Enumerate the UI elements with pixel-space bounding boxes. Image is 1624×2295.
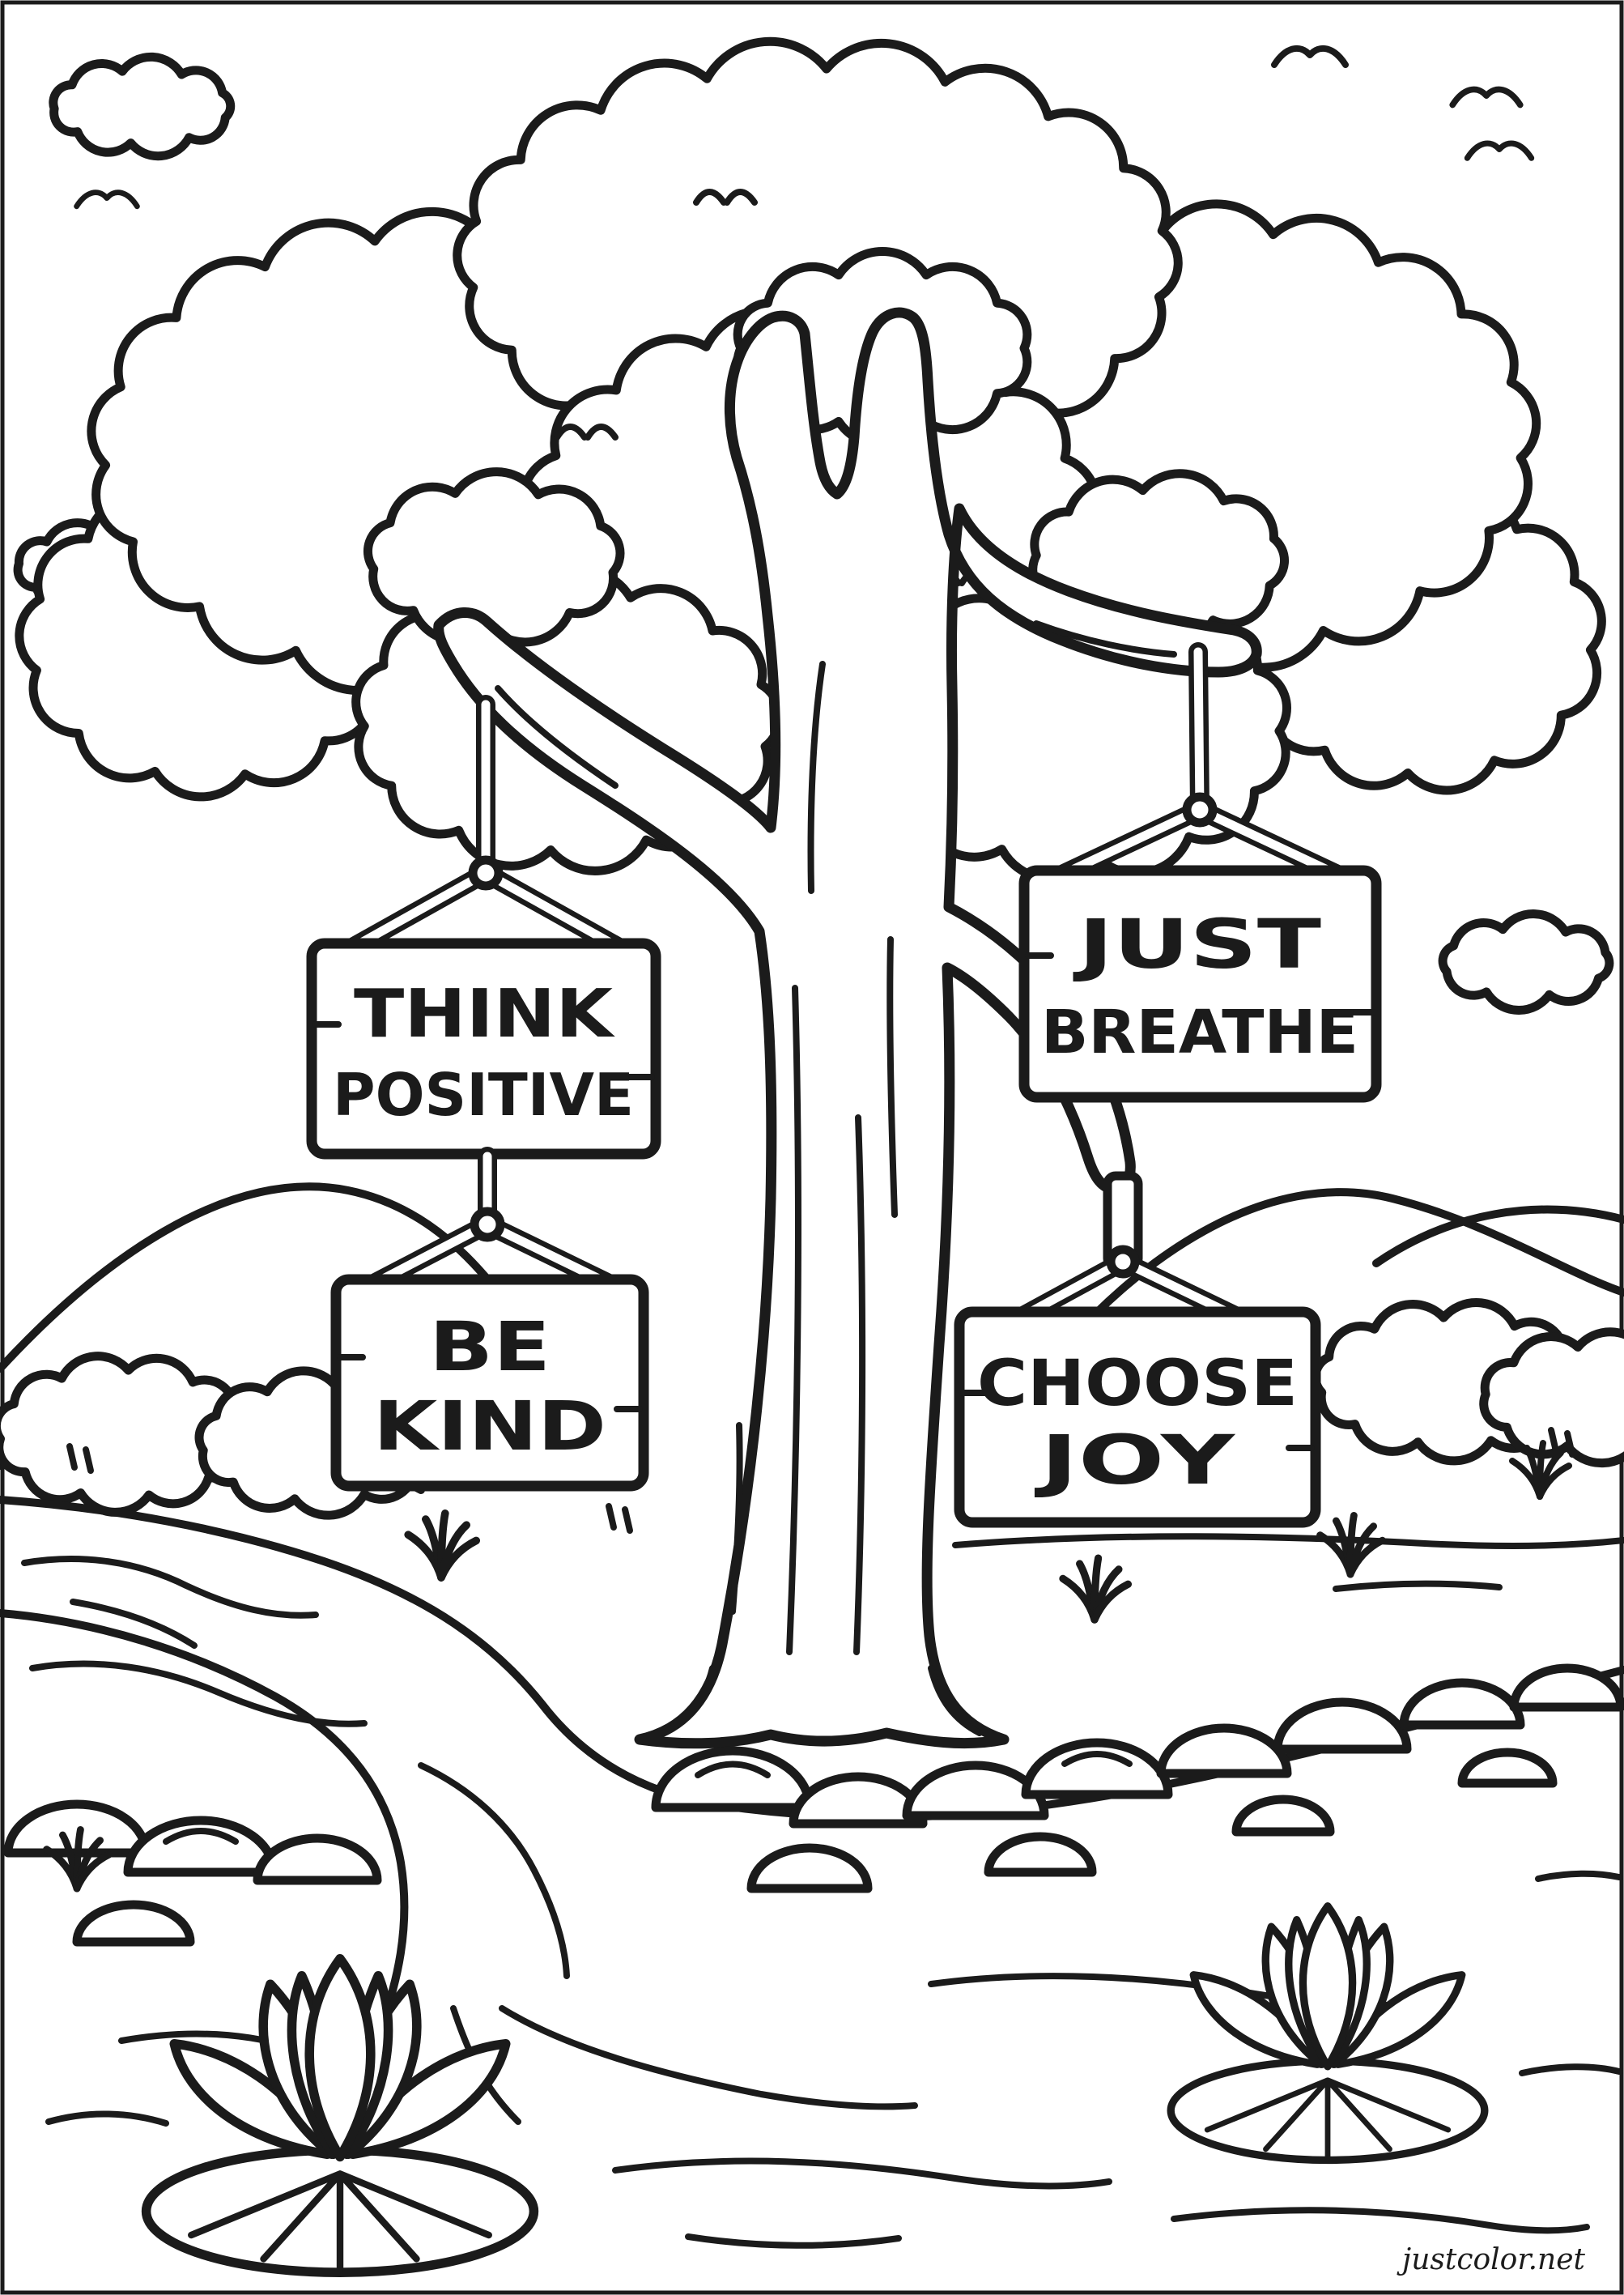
sign-board bbox=[330, 1274, 649, 1492]
stone-icon bbox=[1273, 1697, 1412, 1754]
sign-text-line: BREATHE bbox=[1041, 998, 1358, 1067]
stone-icon bbox=[3, 1799, 151, 1858]
ground-lines bbox=[952, 1533, 1624, 1592]
stone-icon bbox=[1457, 1748, 1558, 1788]
cloud-icon bbox=[1438, 909, 1614, 1015]
stone-icon bbox=[1156, 1723, 1292, 1778]
rope-knot-icon bbox=[470, 1207, 505, 1242]
bushes bbox=[0, 1298, 1624, 1520]
foliage-clump-icon bbox=[363, 467, 625, 647]
sign-text-line: POSITIVE bbox=[333, 1061, 634, 1129]
stone-icon bbox=[1231, 1795, 1335, 1837]
sign-text-line: JOY bbox=[1035, 1420, 1236, 1500]
water-lilies bbox=[147, 1906, 1485, 2272]
stone-icon bbox=[651, 1746, 814, 1812]
sign-text-line: THINK bbox=[354, 976, 616, 1053]
stone-icon bbox=[984, 1832, 1097, 1877]
watermark-text: justcolor.net bbox=[1397, 2243, 1586, 2276]
sign-text-line: KIND bbox=[373, 1386, 606, 1466]
sign-board bbox=[1018, 865, 1382, 1103]
stone-icon bbox=[72, 1900, 195, 1947]
stone-icon bbox=[1021, 1738, 1173, 1799]
rope-knot-icon bbox=[468, 855, 504, 891]
stones bbox=[3, 1663, 1624, 1947]
hanging-sign-just-breathe: JUST BREATHE bbox=[1018, 642, 1382, 1103]
sign-text-line: JUST bbox=[1073, 905, 1321, 984]
sign-board bbox=[954, 1306, 1321, 1528]
rope-knot-icon bbox=[1106, 1245, 1140, 1279]
hanging-sign-be-kind: BE KIND bbox=[330, 1147, 649, 1492]
stone-icon bbox=[1399, 1678, 1525, 1730]
tree-trunk bbox=[433, 307, 1262, 1749]
cloud-icon bbox=[49, 52, 236, 161]
hanging-sign-choose-joy: CHOOSE JOY bbox=[954, 1171, 1321, 1528]
stone-icon bbox=[746, 1843, 873, 1893]
bush-icon bbox=[1479, 1327, 1624, 1468]
stone-icon bbox=[253, 1833, 382, 1885]
bush-icon bbox=[0, 1352, 252, 1517]
stone-icon bbox=[1509, 1663, 1624, 1712]
sign-text-line: BE bbox=[429, 1307, 551, 1386]
sign-text-line: CHOOSE bbox=[977, 1348, 1298, 1420]
rope-knot-icon bbox=[1182, 792, 1218, 828]
